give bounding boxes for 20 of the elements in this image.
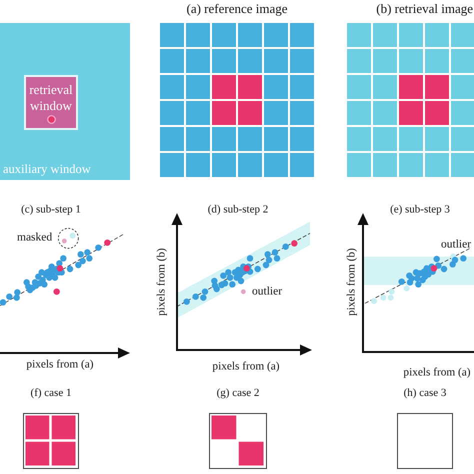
axis-label: pixels from (a) [26, 358, 94, 372]
panel-title: (b) retrieval image [376, 2, 473, 17]
panel-title: (f) case 1 [30, 387, 72, 400]
retrieval-window-panel [24, 75, 78, 130]
panel-title: (h) case 3 [404, 387, 446, 400]
panel-title: (g) case 2 [216, 387, 260, 400]
annotation-label: outlier [441, 238, 472, 252]
annotation-label: outlier [252, 285, 282, 299]
window-label: auxiliary window [3, 162, 91, 176]
annotation-label: masked [17, 231, 52, 245]
panel-title: (c) sub-step 1 [21, 204, 81, 216]
window-label: retrieval window [28, 82, 74, 114]
panel-title: (d) sub-step 2 [208, 204, 268, 216]
axis-label: pixels from (b) [346, 248, 358, 316]
auxiliary-window-panel [0, 23, 130, 180]
axis-label: pixels from (a) [212, 360, 280, 374]
axis-label: pixels from (b) [156, 248, 168, 316]
panel-title: (a) reference image [186, 2, 288, 17]
axis-label: pixels from (a) [403, 366, 471, 380]
panel-title: (e) sub-step 3 [390, 204, 450, 216]
